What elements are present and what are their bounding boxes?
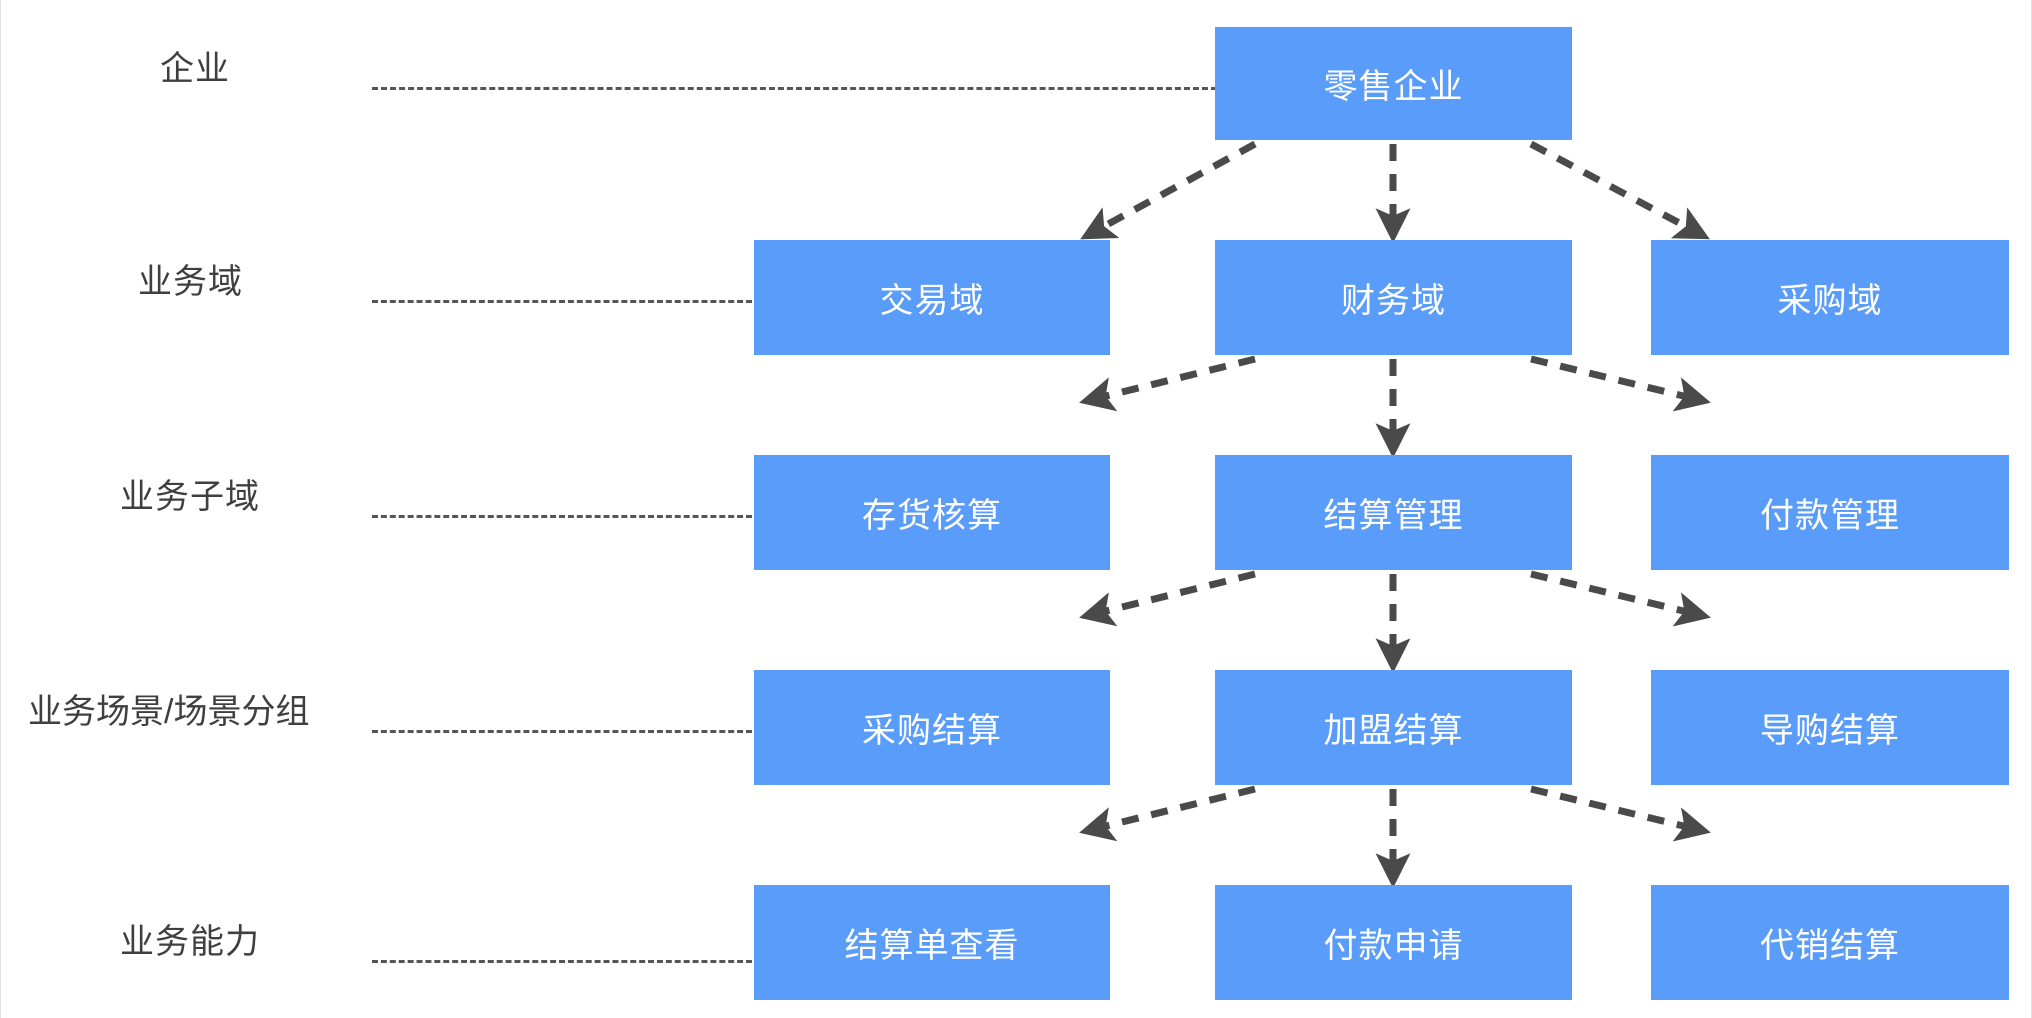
node-payment-request[interactable]: 付款申请 bbox=[1215, 885, 1572, 1000]
edge-finance-to-inventory bbox=[1079, 355, 1256, 412]
edge-franchise-to-consign-settle bbox=[1530, 785, 1711, 842]
node-consignment-settlement[interactable]: 代销结算 bbox=[1651, 885, 2009, 1000]
connector-line-enterprise bbox=[372, 87, 1217, 90]
edge-settlement-to-guide-settle bbox=[1530, 570, 1711, 627]
row-label-business-domain: 业务域 bbox=[138, 263, 243, 301]
node-retail-enterprise[interactable]: 零售企业 bbox=[1215, 27, 1572, 140]
node-label: 财务域 bbox=[1341, 282, 1446, 320]
row-label-business-subdomain: 业务子域 bbox=[120, 478, 260, 516]
node-label: 交易域 bbox=[879, 282, 985, 320]
node-label: 存货核算 bbox=[862, 497, 1002, 535]
node-label: 付款申请 bbox=[1323, 927, 1464, 965]
node-payment-management[interactable]: 付款管理 bbox=[1651, 455, 2009, 570]
connector-line-business-domain bbox=[372, 300, 752, 303]
node-finance-domain[interactable]: 财务域 bbox=[1215, 240, 1572, 355]
node-label: 采购结算 bbox=[862, 712, 1002, 750]
edge-enterprise-to-purchase bbox=[1529, 140, 1710, 240]
node-inventory-accounting[interactable]: 存货核算 bbox=[754, 455, 1110, 570]
node-label: 加盟结算 bbox=[1323, 712, 1464, 750]
edge-finance-to-payment bbox=[1530, 355, 1711, 412]
node-franchise-settlement[interactable]: 加盟结算 bbox=[1215, 670, 1572, 785]
node-label: 结算单查看 bbox=[844, 927, 1020, 965]
connector-line-business-capability bbox=[372, 960, 752, 963]
edge-franchise-to-view-bill bbox=[1079, 785, 1256, 842]
node-guide-settlement[interactable]: 导购结算 bbox=[1651, 670, 2009, 785]
node-settlement-management[interactable]: 结算管理 bbox=[1215, 455, 1572, 570]
node-label: 代销结算 bbox=[1760, 927, 1900, 965]
node-purchase-domain[interactable]: 采购域 bbox=[1651, 240, 2009, 355]
row-label-business-scenario: 业务场景/场景分组 bbox=[28, 693, 310, 731]
connector-line-business-subdomain bbox=[372, 515, 752, 518]
row-label-enterprise: 企业 bbox=[160, 50, 230, 88]
node-label: 结算管理 bbox=[1323, 497, 1464, 535]
node-view-settlement-bill[interactable]: 结算单查看 bbox=[754, 885, 1110, 1000]
node-trade-domain[interactable]: 交易域 bbox=[754, 240, 1110, 355]
node-label: 零售企业 bbox=[1323, 68, 1464, 106]
page-rule-left bbox=[0, 0, 1, 1018]
edge-enterprise-to-trade bbox=[1080, 140, 1257, 240]
edge-settlement-to-purchase-settle bbox=[1079, 570, 1256, 627]
node-label: 导购结算 bbox=[1760, 712, 1900, 750]
row-label-business-capability: 业务能力 bbox=[120, 923, 260, 961]
node-label: 采购域 bbox=[1777, 282, 1883, 320]
node-label: 付款管理 bbox=[1760, 497, 1900, 535]
node-purchase-settlement[interactable]: 采购结算 bbox=[754, 670, 1110, 785]
connector-line-business-scenario bbox=[372, 730, 752, 733]
